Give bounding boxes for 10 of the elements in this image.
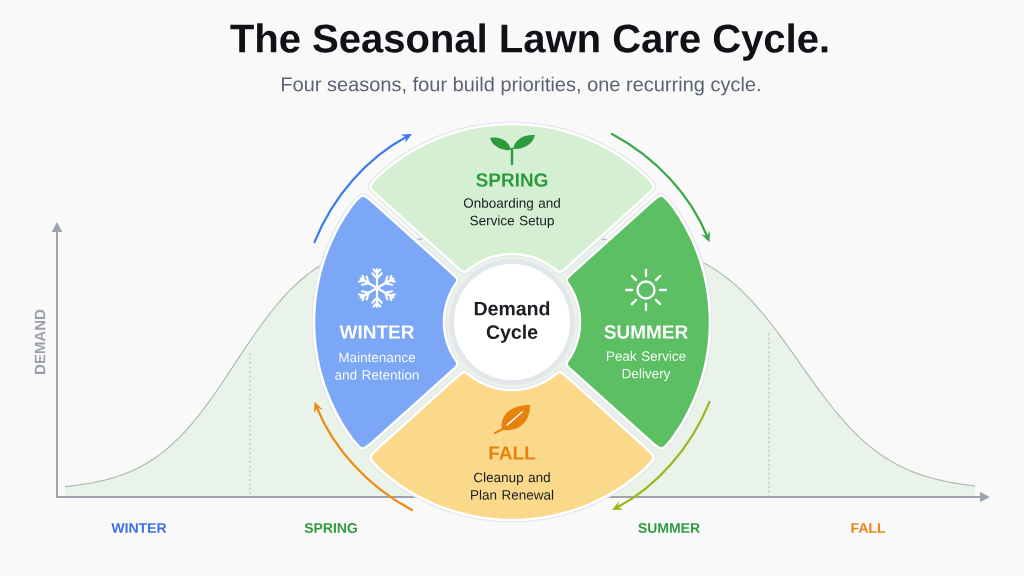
title: The Seasonal Lawn Care Cycle. bbox=[230, 23, 828, 61]
axis-label: DEMAND bbox=[34, 309, 46, 374]
ring-segment: SUMMER Peak Service Delivery bbox=[564, 192, 713, 452]
ring-segment: WINTER Maintenance and Retention bbox=[311, 192, 460, 452]
ring-segment: SPRING Onboarding and Service Setup bbox=[368, 121, 657, 275]
axis-label: SUMMER bbox=[638, 523, 700, 533]
axis-label: FALL bbox=[851, 523, 886, 533]
axis-label: WINTER bbox=[111, 523, 167, 533]
axis-label: SPRING bbox=[304, 523, 357, 533]
subtitle: Four seasons, four build priorities, one recurring cycle. bbox=[282, 76, 760, 96]
